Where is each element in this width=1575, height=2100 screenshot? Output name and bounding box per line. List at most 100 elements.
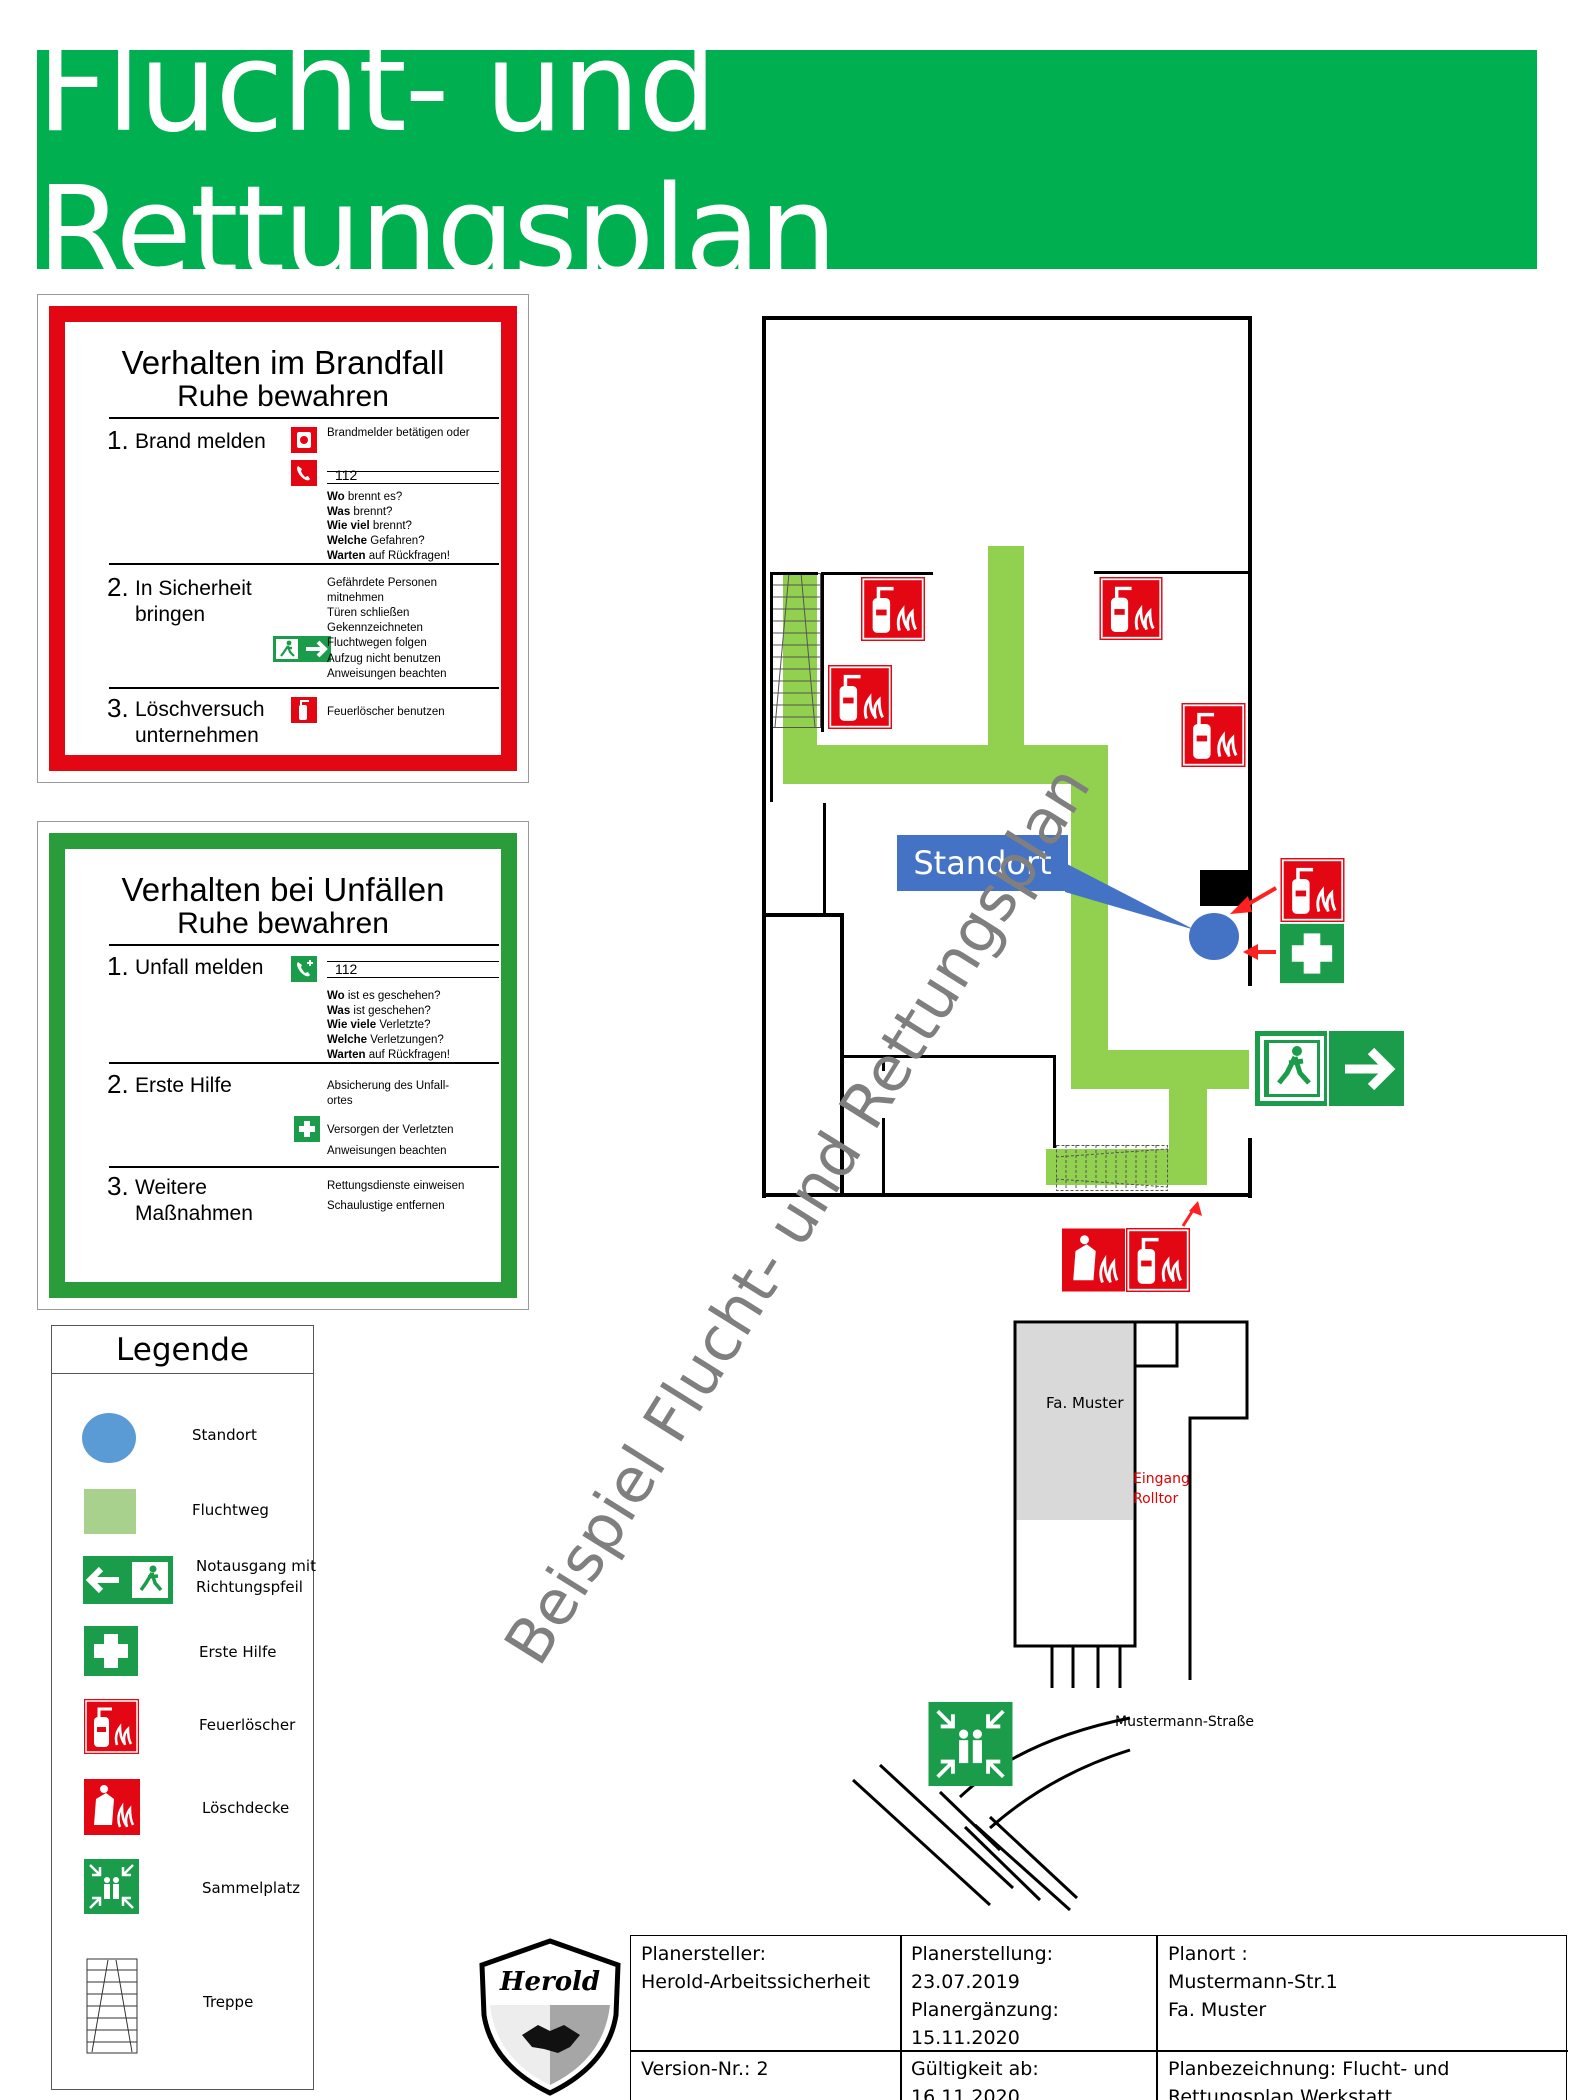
street-label: Mustermann-Straße xyxy=(1115,1714,1255,1730)
fire-alarm-icon xyxy=(291,427,317,453)
fire-extinguisher-icon xyxy=(1181,703,1246,767)
first-aid-icon xyxy=(294,1116,320,1142)
step-number: 3. xyxy=(107,693,129,723)
step-number: 2. xyxy=(107,1069,129,1099)
assembly-point-icon xyxy=(84,1859,139,1914)
emergency-exit-icon xyxy=(83,1556,173,1604)
wall xyxy=(1094,571,1250,574)
wall xyxy=(762,316,1252,320)
legend-label: Löschdecke xyxy=(202,1799,290,1817)
accident-panel-frame: Verhalten bei Unfällen Ruhe bewahren 1. … xyxy=(49,833,517,1298)
legend-label: Erste Hilfe xyxy=(199,1643,277,1661)
title-banner: Flucht- und Rettungsplan xyxy=(37,15,1537,304)
fire-behaviour-panel: Verhalten im Brandfall Ruhe bewahren 1. … xyxy=(37,294,529,783)
question-list: Wo brennt es? Was brennt? Wie viel brenn… xyxy=(327,491,450,562)
step-note: Brandmelder betätigen oder xyxy=(327,427,470,439)
table-divider xyxy=(900,1936,902,2100)
step-label: Löschversuch unternehmen xyxy=(135,698,265,748)
step-note: Türen schließen xyxy=(327,607,410,619)
table-divider xyxy=(631,2050,1568,2052)
wall xyxy=(821,572,824,732)
phone-icon xyxy=(291,956,317,982)
step-note: Gefährdete Personen mitnehmen xyxy=(327,577,437,604)
wall xyxy=(1200,870,1250,906)
question-list: Wo ist es geschehen? Was ist geschehen? … xyxy=(327,990,450,1061)
fire-blanket-icon xyxy=(84,1779,140,1835)
escape-route xyxy=(1071,1050,1249,1089)
fire-panel-subheading: Ruhe bewahren xyxy=(177,380,389,413)
step-label: In Sicherheit bringen xyxy=(135,577,252,627)
step-note: Rettungsdienste einweisen xyxy=(327,1180,465,1192)
step-note: Absicherung des Unfall-ortes xyxy=(327,1080,450,1107)
divider xyxy=(109,1062,499,1064)
step-number: 3. xyxy=(107,1171,129,1201)
accident-behaviour-panel: Verhalten bei Unfällen Ruhe bewahren 1. … xyxy=(37,821,529,1310)
standort-icon xyxy=(82,1413,136,1463)
building-shaded-area xyxy=(1015,1324,1133,1520)
wall xyxy=(1248,316,1252,986)
step-note: Versorgen der Verletzten xyxy=(327,1124,454,1136)
first-aid-icon xyxy=(1280,922,1344,985)
step-note: Feuerlöscher benutzen xyxy=(327,706,445,718)
page-title: Flucht- und Rettungsplan xyxy=(37,15,837,304)
entrance-label: Eingang Rolltor xyxy=(1133,1471,1190,1507)
table-cell: Planort : Mustermann-Str.1 Fa. Muster xyxy=(1168,1943,1338,2021)
fire-panel-frame: Verhalten im Brandfall Ruhe bewahren 1. … xyxy=(49,306,517,771)
step-number: 2. xyxy=(107,572,129,602)
fire-extinguisher-icon xyxy=(860,577,926,641)
divider xyxy=(109,1166,499,1168)
first-aid-icon xyxy=(84,1626,138,1676)
step-note: Aufzug nicht benutzen xyxy=(327,653,441,665)
wall xyxy=(770,572,773,802)
divider xyxy=(109,563,499,565)
phone-underline xyxy=(327,977,499,978)
phone-underline xyxy=(327,471,499,472)
step-label: Brand melden xyxy=(135,430,266,453)
emergency-exit-sign xyxy=(1255,1031,1404,1106)
step-label: Weitere Maßnahmen xyxy=(135,1176,253,1226)
legend-label: Sammelplatz xyxy=(202,1879,300,1897)
divider xyxy=(109,944,499,946)
wall xyxy=(1053,1055,1056,1148)
step-label: Erste Hilfe xyxy=(135,1074,232,1097)
legend-title: Legende xyxy=(52,1326,313,1374)
escape-route xyxy=(988,546,1024,756)
phone-underline xyxy=(327,961,499,962)
fire-extinguisher-icon xyxy=(827,665,893,729)
divider xyxy=(109,417,499,419)
step-note: Schaulustige entfernen xyxy=(327,1200,445,1212)
fire-extinguisher-icon xyxy=(84,1699,139,1754)
fire-extinguisher-icon xyxy=(1126,1228,1190,1292)
legend-label: Notausgang mit Richtungspfeil xyxy=(196,1557,316,1596)
legend-box: Legende Standort Fluchtweg Notausgang mi… xyxy=(51,1325,316,2090)
legend-label: Treppe xyxy=(203,1993,254,2011)
phone-number: 112 xyxy=(335,961,358,977)
wall xyxy=(770,572,818,575)
step-note: Anweisungen beachten xyxy=(327,1145,447,1157)
standort-marker xyxy=(1189,913,1239,960)
stairs-icon xyxy=(86,1958,138,2054)
stairs xyxy=(771,572,821,728)
escape-route-icon xyxy=(84,1489,136,1534)
divider xyxy=(109,687,499,689)
wall xyxy=(1248,1138,1252,1198)
table-cell: Planbezeichnung: Flucht- und Rettungspla… xyxy=(1168,2058,1450,2100)
stairs xyxy=(1055,1145,1169,1191)
table-cell: Gültigkeit ab: 16.11.2020 xyxy=(911,2058,1039,2100)
accident-panel-subheading: Ruhe bewahren xyxy=(177,907,389,940)
accident-panel-heading: Verhalten bei Unfällen xyxy=(121,871,445,908)
table-cell: Planerstellung: 23.07.2019 Planergänzung… xyxy=(911,1943,1059,2049)
wall xyxy=(762,913,842,917)
step-note: Anweisungen beachten xyxy=(327,668,447,680)
watermark: Beispiel Flucht- und Rettungsplan xyxy=(490,753,1105,1677)
step-number: 1. xyxy=(107,951,129,981)
table-cell: Planersteller: Herold-Arbeitssicherheit xyxy=(641,1943,871,1993)
building-label: Fa. Muster xyxy=(1046,1394,1124,1412)
table-divider xyxy=(1156,1936,1158,2100)
wall xyxy=(821,572,933,575)
phone-icon xyxy=(291,460,317,486)
logo-text: Herold xyxy=(499,1967,600,1997)
wall xyxy=(823,803,826,913)
legend-label: Feuerlöscher xyxy=(199,1716,296,1734)
herold-logo: Herold xyxy=(478,1935,623,2097)
